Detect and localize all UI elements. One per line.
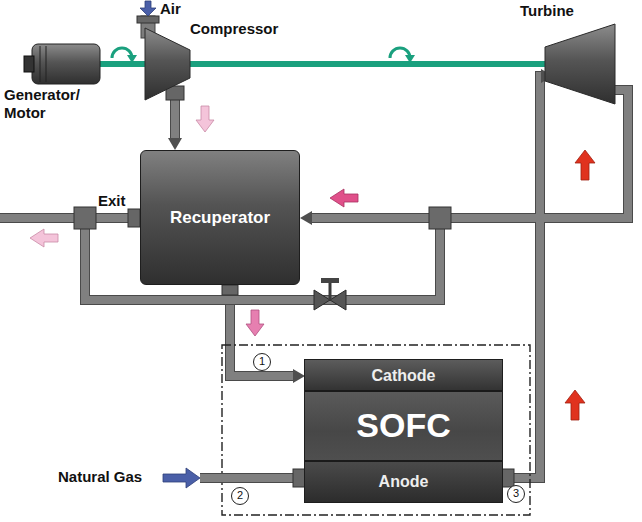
pipe-outline (312, 90, 628, 218)
stream-label: Air (160, 0, 181, 18)
pipe-junction (74, 207, 96, 229)
flow-arrow (196, 106, 214, 132)
component-label: Turbine (520, 2, 574, 20)
stream-label: Natural Gas (58, 468, 142, 486)
valve-symbol (330, 290, 346, 310)
compressor: Compressor (145, 28, 190, 100)
component-label: Recuperator (170, 208, 270, 228)
flow-arrow (575, 150, 595, 180)
rotation-arrow-head (405, 55, 415, 63)
generator-motor: Generator/ Motor (24, 44, 100, 84)
callout-number: 2 (231, 487, 249, 505)
pipe-junction (429, 207, 451, 229)
generator-motor-part (24, 56, 34, 72)
generator-motor-shape (24, 44, 100, 84)
sofc-stack: SOFC CathodeAnode (305, 360, 502, 502)
valve-handle (321, 278, 339, 283)
layer-label: Anode (379, 472, 429, 491)
turbine-part (545, 24, 615, 104)
exit-pipe-outline (0, 213, 140, 223)
component-label: Generator/ Motor (4, 86, 88, 122)
pipe-flange (502, 469, 514, 487)
pipe-outline (170, 100, 180, 138)
fuel-pipe-outline (200, 473, 305, 483)
system-boundary (222, 345, 530, 515)
compressor-shape (145, 28, 190, 100)
flow-arrow (565, 390, 585, 420)
callout-number: 1 (253, 353, 271, 371)
anode-layer: Anode (305, 460, 502, 502)
flow-arrow (246, 310, 264, 336)
stream-label: Exit (98, 192, 126, 210)
stack-title: SOFC (356, 405, 450, 445)
fuel-flow-arrow (163, 468, 200, 488)
flow-arrow (330, 189, 358, 207)
cathode-layer: Cathode (305, 360, 502, 392)
component-label: Compressor (190, 20, 278, 38)
generator-motor-part (46, 46, 47, 82)
valve-stem (329, 283, 332, 300)
generator-motor-part (40, 46, 41, 82)
flow-arrow (30, 229, 58, 247)
pipe-flange (222, 285, 238, 295)
exit-pipe (0, 214, 140, 222)
pipe-connector (171, 100, 179, 138)
shaft-line (190, 61, 545, 67)
turbine-shape (545, 24, 615, 104)
valve-symbol (314, 290, 330, 310)
layer-label: Cathode (372, 366, 436, 385)
callout-number: 3 (507, 485, 525, 503)
pipe-connector (502, 76, 541, 478)
pipe-connector (312, 90, 628, 218)
air-flow-arrow (140, 1, 156, 16)
shaft-line (100, 61, 145, 67)
pipe-flange (137, 16, 159, 23)
turbine: Turbine (545, 24, 615, 104)
compressor-part (145, 28, 190, 100)
fuel-pipe (200, 474, 305, 482)
rotation-arrow-head (127, 55, 137, 63)
pipe-flange (293, 469, 305, 487)
pipe-flange (128, 209, 140, 227)
generator-motor-part (32, 44, 100, 84)
recuperator-box: Recuperator (140, 150, 300, 285)
pipe-outline (502, 76, 541, 478)
